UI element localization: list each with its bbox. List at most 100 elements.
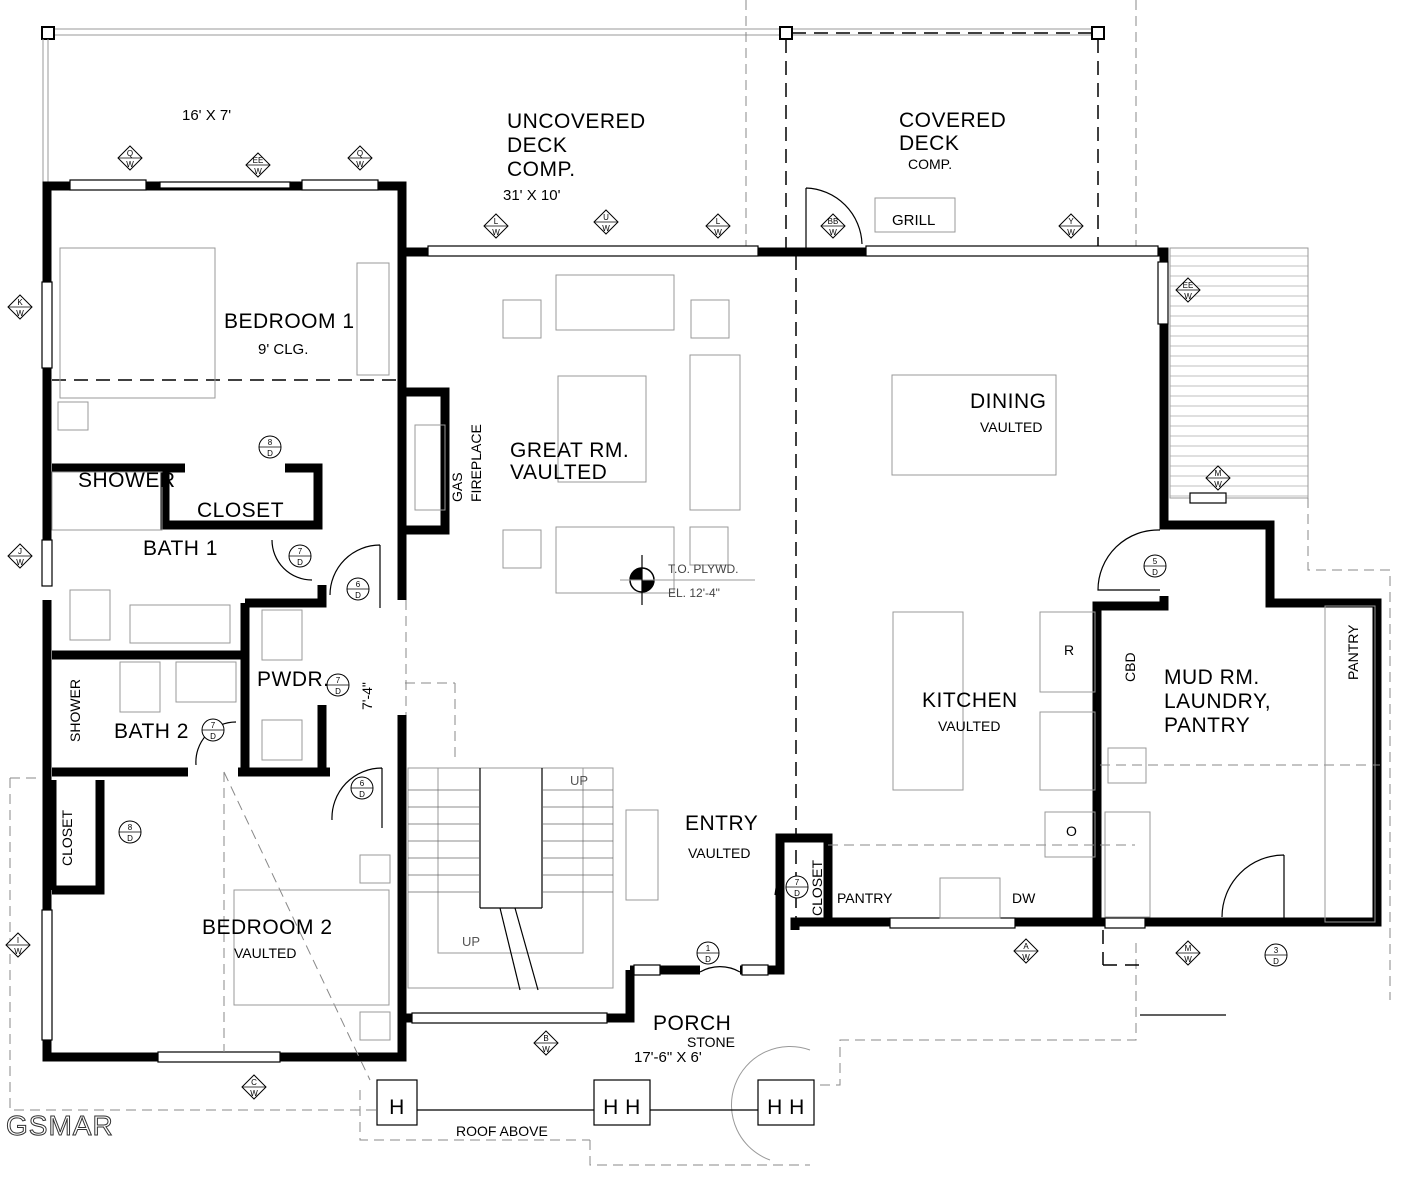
uncovered-deck-label: UNCOVERED xyxy=(507,110,646,133)
post-label: H H xyxy=(767,1096,805,1119)
window-tag-letter: Y xyxy=(1068,217,1074,226)
door-tag-type: D xyxy=(297,558,303,567)
door-tag-type: D xyxy=(335,687,341,696)
door-tag-number: 6 xyxy=(360,779,365,788)
door-tag-type: D xyxy=(794,889,800,898)
door-tag-type: D xyxy=(127,834,133,843)
door-tag: 7D xyxy=(785,875,809,899)
shower2-label: SHOWER xyxy=(67,679,83,742)
window-tag-type: W xyxy=(1022,953,1030,962)
porch-sub: STONE xyxy=(687,1034,735,1050)
windows xyxy=(41,179,1227,1063)
door-tag-type: D xyxy=(1273,957,1279,966)
window-tag: KW xyxy=(7,294,33,320)
window-tag-letter: B xyxy=(543,1034,548,1043)
window-tag: BW xyxy=(533,1030,559,1056)
window-tag-letter: Q xyxy=(127,149,133,158)
window-tag-type: W xyxy=(1214,480,1222,489)
window-tag-type: W xyxy=(126,160,134,169)
door-tag: 8D xyxy=(258,435,282,459)
dashed-lines xyxy=(9,256,1380,1166)
fireplace-label: FIREPLACE xyxy=(468,424,484,502)
pwdr-label: PWDR. xyxy=(257,668,330,691)
bedroom1-label: BEDROOM 1 xyxy=(224,310,355,333)
mud-room-label: PANTRY xyxy=(1164,714,1250,737)
stairs-up-label: UP xyxy=(570,773,588,788)
door-tag: 5D xyxy=(1143,554,1167,578)
window-tag-letter: K xyxy=(17,298,23,307)
entry-label: ENTRY xyxy=(685,812,758,835)
window-tag: EEW xyxy=(245,152,271,178)
window-tag-letter: C xyxy=(251,1078,257,1087)
window-tag-letter: L xyxy=(494,217,499,226)
door-tag: 6D xyxy=(350,776,374,800)
door-tag-number: 7 xyxy=(211,721,216,730)
stairs xyxy=(407,767,614,991)
closet1-label: CLOSET xyxy=(197,499,284,522)
dining-label: DINING xyxy=(970,390,1047,413)
window-tag-letter: M xyxy=(1185,944,1192,953)
window-tag: JW xyxy=(7,543,33,569)
door-tag-type: D xyxy=(210,732,216,741)
stairs-up-label: UP xyxy=(462,934,480,949)
window-tag-type: W xyxy=(602,224,610,233)
door-tag-number: 5 xyxy=(1153,557,1158,566)
entry-sub: VAULTED xyxy=(688,845,751,861)
door-tag: 7D xyxy=(288,544,312,568)
shower1-label: SHOWER xyxy=(78,469,176,492)
room-labels: 16' X 7' UNCOVERED DECK COMP. 31' X 10' … xyxy=(59,107,1361,1139)
door-tag-number: 3 xyxy=(1274,946,1279,955)
door-tag-number: 7 xyxy=(795,878,800,887)
pantry-kitchen-label: PANTRY xyxy=(837,890,893,906)
door-tag: 1D xyxy=(696,941,720,965)
bedroom2-sub: VAULTED xyxy=(234,945,297,961)
oven-label: O xyxy=(1066,823,1077,839)
window-tag: AW xyxy=(1013,938,1039,964)
covered-deck-label: DECK xyxy=(899,132,959,155)
window-tag-type: W xyxy=(254,167,262,176)
deck-size-label: 16' X 7' xyxy=(182,107,231,124)
window-tag-letter: U xyxy=(603,213,609,222)
elevation-marker xyxy=(620,555,755,605)
window-tag-type: W xyxy=(1067,228,1075,237)
dimension-label: 7'-4" xyxy=(359,682,375,710)
window-tag: LW xyxy=(705,213,731,239)
window-tag: LW xyxy=(483,213,509,239)
window-tag-type: W xyxy=(250,1089,258,1098)
window-tag-letter: EE xyxy=(1183,281,1194,290)
door-tag-number: 1 xyxy=(706,944,711,953)
pantry-side-label: PANTRY xyxy=(1345,624,1361,680)
bath2-label: BATH 2 xyxy=(114,720,189,743)
window-tag-type: W xyxy=(356,160,364,169)
great-room-label: VAULTED xyxy=(510,461,607,484)
window-tag: MW xyxy=(1175,940,1201,966)
uncovered-deck-label: COMP. xyxy=(507,158,576,181)
window-tag-type: W xyxy=(14,947,22,956)
door-tag-type: D xyxy=(359,790,365,799)
door-tag: 7D xyxy=(201,718,225,742)
refrigerator-label: R xyxy=(1064,642,1074,658)
great-room-label: GREAT RM. xyxy=(510,439,629,462)
fireplace-label: GAS xyxy=(449,472,465,502)
post-label: H H xyxy=(603,1096,641,1119)
uncovered-deck-label: DECK xyxy=(507,134,567,157)
closet2-label: CLOSET xyxy=(59,810,75,866)
covered-deck-label: COMP. xyxy=(908,156,952,172)
grill-label: GRILL xyxy=(892,212,935,229)
mud-room-label: MUD RM. xyxy=(1164,666,1260,689)
kitchen-sub: VAULTED xyxy=(938,718,1001,734)
window-tag-letter: Q xyxy=(357,149,363,158)
roof-above-label: ROOF ABOVE xyxy=(456,1123,548,1139)
window-tag-type: W xyxy=(542,1045,550,1054)
door-tag-number: 8 xyxy=(268,438,273,447)
window-tag-letter: I xyxy=(17,936,19,945)
door-swings xyxy=(195,187,1285,1161)
window-tag-type: W xyxy=(829,228,837,237)
uncovered-deck-size: 31' X 10' xyxy=(503,187,561,204)
window-tag: EEW xyxy=(1175,277,1201,303)
elevation-label: T.O. PLYWD. xyxy=(668,562,738,576)
door-tag-number: 6 xyxy=(356,580,361,589)
dw-label: DW xyxy=(1012,890,1036,906)
window-tag: CW xyxy=(241,1074,267,1100)
